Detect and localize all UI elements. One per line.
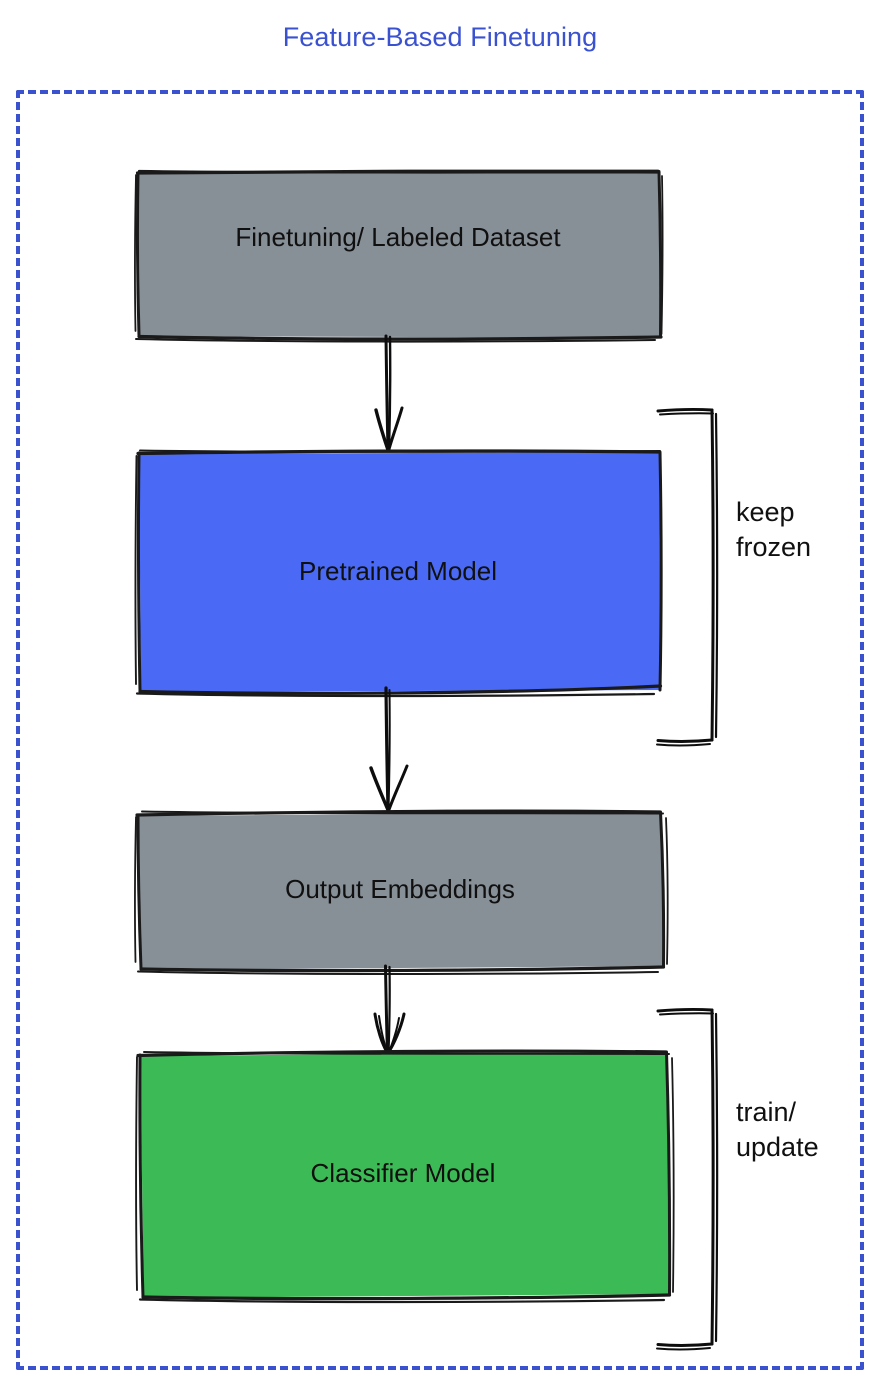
node-label-classifier: Classifier Model [310,1158,496,1188]
node-shape-classifier [135,1049,675,1304]
page-title: Feature-Based Finetuning [282,22,598,52]
annotation-keep-frozen: keep frozen [736,497,812,562]
arrow-pretrained-to-embeddings [369,686,409,813]
bracket-train-update [656,1007,719,1351]
node-shape-dataset [134,169,664,343]
node-label-pretrained: Pretrained Model [299,556,497,586]
node-shape-embeddings [134,809,669,975]
arrow-dataset-to-pretrained [374,334,404,453]
arrow-embeddings-to-classifier [373,964,406,1055]
node-classifier-model[interactable]: Classifier Model [130,1046,676,1304]
node-pretrained-model[interactable]: Pretrained Model [130,446,666,698]
node-label-embeddings: Output Embeddings [285,874,515,904]
node-finetuning-labeled-dataset[interactable]: Finetuning/ Labeled Dataset [130,166,666,343]
node-output-embeddings[interactable]: Output Embeddings [130,806,670,975]
node-shape-pretrained [134,449,663,698]
annotation-train-update: train/ update [736,1097,819,1162]
node-label-dataset: Finetuning/ Labeled Dataset [235,222,561,252]
bracket-keep-frozen [656,407,719,747]
